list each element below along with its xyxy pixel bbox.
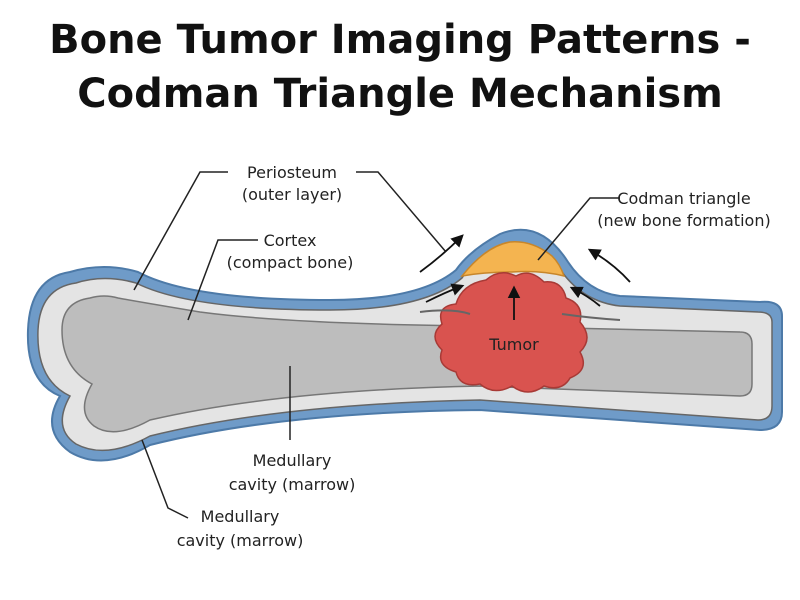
leader-line-codman xyxy=(537,197,620,261)
leader-line-periosteum-right xyxy=(356,171,447,253)
diagram-title-line-1: Bone Tumor Imaging Patterns - xyxy=(49,17,751,63)
periosteal-lift-arrow-left-upper xyxy=(419,234,464,273)
label-medullary-outer-line-1: Medullary xyxy=(201,507,280,526)
label-periosteum-line-2: (outer layer) xyxy=(242,185,342,204)
label-medullary-inner-line-2: cavity (marrow) xyxy=(229,475,356,494)
label-codman-line-2: (new bone formation) xyxy=(597,211,770,230)
label-medullary-outer-line-2: cavity (marrow) xyxy=(177,531,304,550)
periosteal-lift-arrow-right-lower xyxy=(569,286,601,307)
tumor-mass xyxy=(434,272,588,393)
label-codman-line-1: Codman triangle xyxy=(617,189,750,208)
cortex-break-left xyxy=(419,309,471,315)
label-tumor: Tumor xyxy=(488,335,539,354)
codman-triangle-region xyxy=(460,241,566,278)
leader-line-cortex xyxy=(187,239,258,321)
leader-line-medullary-outer xyxy=(141,439,189,519)
diagram-title-line-2: Codman Triangle Mechanism xyxy=(77,71,723,117)
label-medullary-inner-line-1: Medullary xyxy=(253,451,332,470)
cortex-break-right xyxy=(561,313,621,321)
label-cortex-line-1: Cortex xyxy=(264,231,317,250)
label-cortex-line-2: (compact bone) xyxy=(227,253,354,272)
label-periosteum-line-1: Periosteum xyxy=(247,163,337,182)
periosteal-lift-arrow-right-upper xyxy=(587,248,631,283)
periosteal-lift-arrow-left-lower xyxy=(425,283,465,303)
leader-line-periosteum xyxy=(133,171,228,291)
